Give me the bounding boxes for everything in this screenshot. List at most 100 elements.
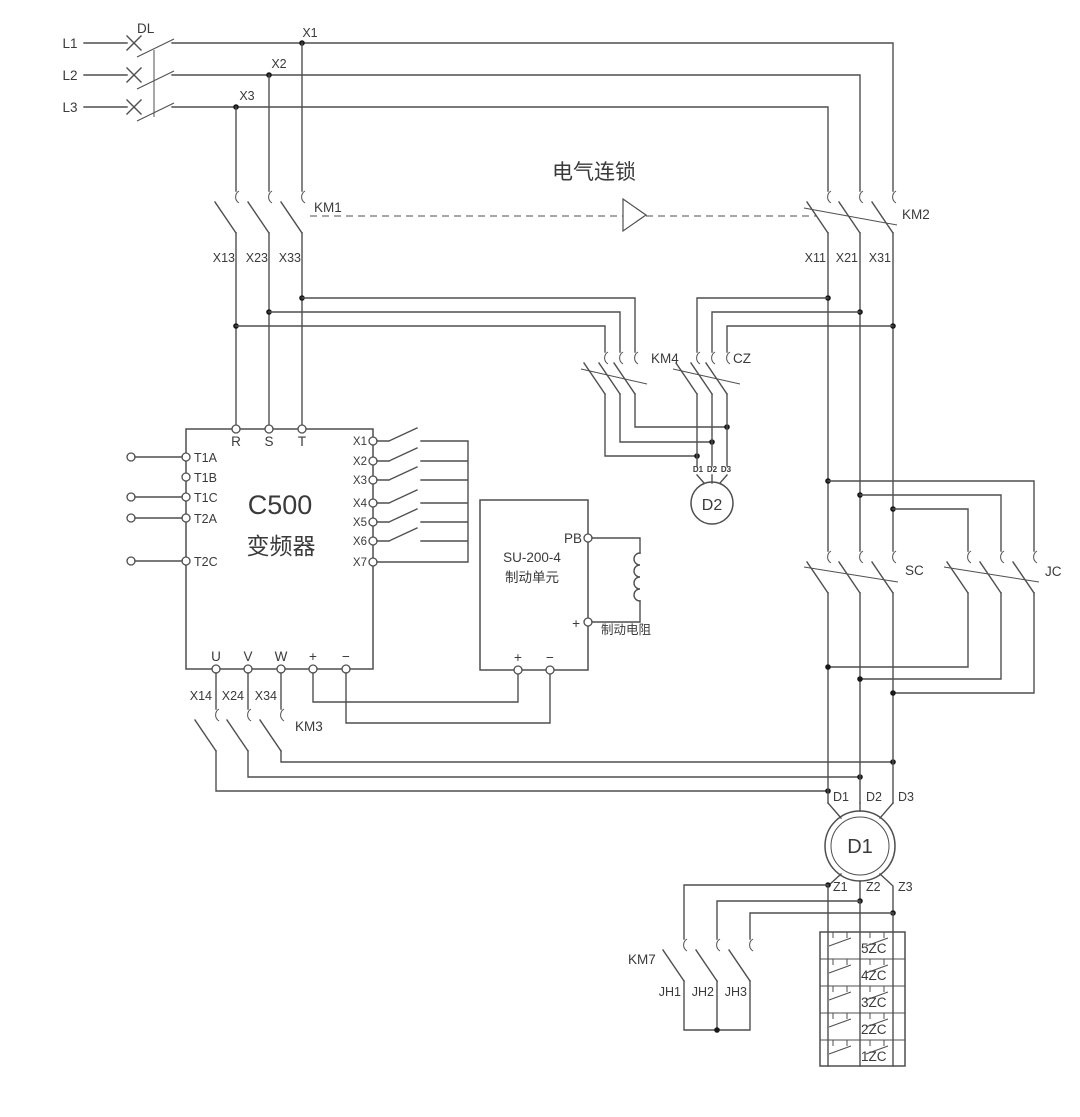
inverter-model: C500 [248,490,313,520]
inverter-io-x6: X6 [353,536,367,548]
inverter-input-t: T [298,434,306,449]
motor-d1-rotor-z2: Z2 [866,880,881,894]
resistor-step-2zc: 2ZC [861,1022,887,1037]
cz-label: CZ [733,351,751,366]
inverter-input-r: R [231,434,241,449]
km7-contactor: KM7 JH1 JH2 JH3 [628,938,754,1033]
node-x2-label: X2 [271,57,286,71]
motor-d1-label: D1 [847,836,873,858]
motor-d2-terminal-d3: D3 [721,465,732,474]
brake-unit-pb-label: PB [564,531,582,546]
resistor-coil-icon [633,552,641,602]
km7-contact-jh2: JH2 [692,985,714,999]
km3-terminal-x14: X14 [190,689,212,703]
sc-jc-group: SC JC [803,478,1062,804]
motor-d2-terminal-d1: D1 [693,465,704,474]
rotor-resistor-bank: 5ZC 4ZC 3ZC 2ZC 1ZC [819,931,906,1067]
inverter-output-u: U [211,649,221,664]
motor-d1-rotor-z1: Z1 [833,880,848,894]
km3-terminal-x34: X34 [255,689,277,703]
inverter-terminal-t2a: T2A [194,512,218,526]
inverter-terminal-t1b: T1B [194,471,217,485]
inverter-io-x5: X5 [353,517,367,529]
km4-feed-wires [233,295,636,353]
brake-unit-model: SU-200-4 [503,550,561,565]
motor-d1-terminal-d3: D3 [898,790,914,804]
brake-unit-bottom-minus: − [546,650,554,665]
inverter-output-w: W [275,649,288,664]
brake-resistor-label: 制动电阻 [601,623,652,637]
km1-terminal-x33: X33 [279,251,301,265]
node-x1-label: X1 [302,26,317,40]
inverter-io-x1: X1 [353,436,367,448]
inverter-terminal-t2c: T2C [194,555,218,569]
brake-unit-bottom-plus: + [514,650,522,665]
km2-contactor: KM2 X11 X21 X31 [803,190,930,552]
node-x3-label: X3 [239,89,254,103]
km3-contactor: KM3 X14 X24 X34 [190,672,896,794]
brake-resistor: 制动电阻 [591,537,652,637]
brake-unit-name: 制动单元 [505,570,559,585]
inverter-io-x4: X4 [353,498,368,510]
inverter-terminal-t1c: T1C [194,491,218,505]
inverter-terminal-t1a: T1A [194,451,218,465]
resistor-bank-body [819,931,906,1067]
km1-contactor: KM1 X13 X23 X33 [213,190,342,426]
km1-label: KM1 [314,200,342,215]
motor-d2-label: D2 [702,497,723,514]
cz-contactor: CZ [672,351,751,467]
km7-contact-jh3: JH3 [725,985,747,999]
km2-label: KM2 [902,207,930,222]
km1-terminal-x13: X13 [213,251,235,265]
km4-contactor: KM4 [580,351,730,459]
resistor-step-4zc: 4ZC [861,968,887,983]
jc-label: JC [1045,564,1062,579]
inverter-output-plus: + [309,649,317,664]
inverter-io-x7: X7 [353,557,367,569]
inverter-c500: C500 变频器 R S T T1A T1B T1C T2A T2C X1 X2… [126,424,469,674]
km3-terminal-x24: X24 [222,689,244,703]
phase-l2-label: L2 [62,68,77,83]
km7-contact-jh1: JH1 [659,985,681,999]
dc-link-wires [312,672,551,724]
inverter-output-minus: − [342,649,350,664]
motor-d1: D1 D2 D3 D1 Z1 Z2 Z3 [683,790,914,1067]
km2-terminal-x31: X31 [869,251,891,265]
electrical-interlock: 电气连锁 [310,161,816,233]
resistor-step-3zc: 3ZC [861,995,887,1010]
km4-label: KM4 [651,351,679,366]
inverter-input-s: S [264,434,273,449]
breaker-dl-label: DL [137,21,155,36]
motor-d1-terminal-d1: D1 [833,790,849,804]
km2-terminal-x11: X11 [805,251,826,265]
interlock-arrow-icon [622,197,648,233]
inverter-io-switches: X1 X2 X3 X4 X5 X6 X7 [353,427,469,569]
brake-unit-body [479,499,589,671]
km7-label: KM7 [628,952,656,967]
sc-label: SC [905,563,924,578]
resistor-tap-contacts [828,932,889,1055]
dl-breaker-icon [126,35,175,122]
inverter-output-v: V [243,649,252,664]
supply-section: L1 L2 L3 DL X1 X2 X3 [62,21,894,192]
brake-unit: SU-200-4 制动单元 PB + 制动电阻 + − [479,499,652,675]
jc-contactor: JC [943,550,1062,594]
inverter-io-x3: X3 [353,475,367,487]
motor-d2: D1 D2 D3 D2 [690,465,734,525]
motor-d2-terminal-d2: D2 [707,465,718,474]
motor-d2-body [690,481,734,525]
resistor-step-1zc: 1ZC [861,1049,887,1064]
interlock-label: 电气连锁 [552,161,636,184]
inverter-name: 变频器 [247,533,316,559]
resistor-step-5zc: 5ZC [861,941,887,956]
cz-feed-wires [696,295,896,353]
motor-d1-terminal-d2: D2 [866,790,882,804]
motor-d1-rotor-z3: Z3 [898,880,913,894]
phase-l3-label: L3 [62,100,77,115]
km3-label: KM3 [295,719,323,734]
brake-unit-plus-label: + [572,616,580,631]
inverter-io-x2: X2 [353,456,367,468]
km2-terminal-x21: X21 [836,251,858,265]
